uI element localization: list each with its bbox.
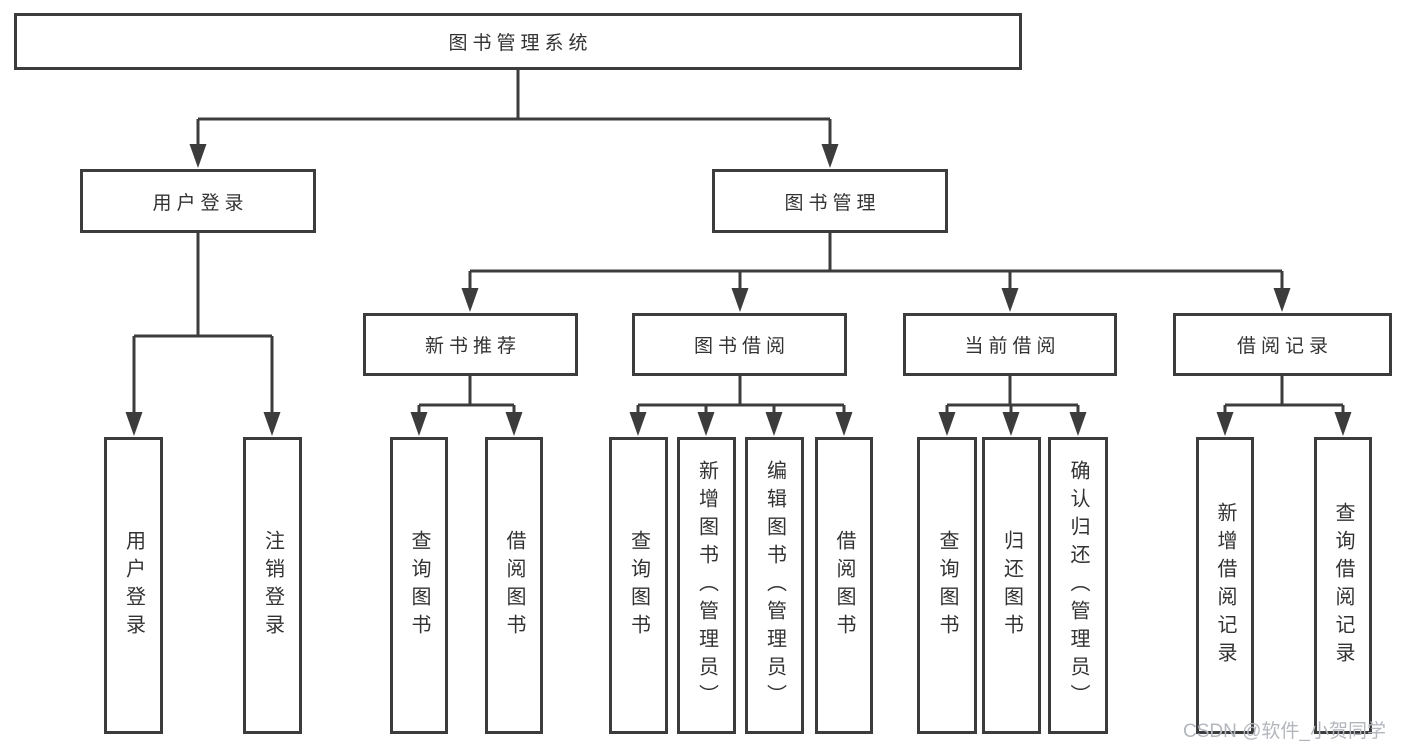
connector-user-login-children	[125, 233, 281, 436]
leaf-borrow-books-label: 借阅图书	[833, 529, 855, 642]
node-borrow-records: 借阅记录	[1173, 313, 1392, 376]
node-book-management: 图书管理	[712, 169, 948, 233]
node-user-login-label: 用户登录	[152, 192, 249, 214]
watermark-text: CSDN @软件_小贺同学	[1183, 721, 1386, 742]
node-book-borrow: 图书借阅	[632, 313, 847, 376]
leaf-add-borrow-record: 新增借阅记录	[1196, 437, 1254, 734]
leaf-return-books: 归还图书	[982, 437, 1041, 734]
leaf-borrow-books-recommend: 借阅图书	[485, 437, 543, 734]
connector-current-borrow-children	[938, 376, 1087, 436]
leaf-query-books-borrow-label: 查询图书	[627, 529, 650, 642]
leaf-logout-label: 注销登录	[261, 529, 284, 642]
leaf-confirm-return-admin-label: 确认归还（管理员）	[1067, 459, 1089, 712]
connector-borrow-records-children	[1216, 376, 1352, 436]
leaf-borrow-books-recommend-label: 借阅图书	[503, 529, 525, 642]
leaf-logout: 注销登录	[243, 437, 302, 734]
leaf-return-books-label: 归还图书	[1000, 529, 1023, 642]
leaf-query-books-recommend-label: 查询图书	[408, 529, 430, 642]
connector-new-book-recommend-children	[410, 376, 523, 436]
leaf-user-login-label: 用户登录	[122, 529, 145, 642]
node-root-label: 图书管理系统	[448, 33, 593, 54]
node-user-login: 用户登录	[80, 169, 316, 233]
node-new-book-recommend-label: 新书推荐	[424, 336, 521, 357]
node-new-book-recommend: 新书推荐	[363, 313, 578, 376]
node-borrow-records-label: 借阅记录	[1236, 336, 1333, 357]
node-book-borrow-label: 图书借阅	[693, 336, 790, 357]
leaf-query-books-borrow: 查询图书	[609, 437, 668, 734]
connector-book-borrow-children	[629, 376, 853, 436]
leaf-borrow-books: 借阅图书	[815, 437, 873, 734]
leaf-query-borrow-record: 查询借阅记录	[1314, 437, 1372, 734]
leaf-query-books-current-label: 查询图书	[936, 529, 958, 642]
leaf-query-borrow-record-label: 查询借阅记录	[1332, 501, 1354, 670]
leaf-edit-book-admin-label: 编辑图书（管理员）	[763, 459, 786, 712]
leaf-query-books-current: 查询图书	[917, 437, 977, 734]
connector-book-management-children	[461, 233, 1291, 312]
node-current-borrow-label: 当前借阅	[964, 336, 1061, 357]
connector-root-to-level2	[189, 70, 839, 168]
leaf-user-login: 用户登录	[104, 437, 163, 734]
leaf-add-borrow-record-label: 新增借阅记录	[1214, 501, 1236, 670]
node-book-management-label: 图书管理	[784, 192, 881, 214]
leaf-add-book-admin-label: 新增图书（管理员）	[695, 459, 718, 712]
node-root: 图书管理系统	[14, 13, 1022, 70]
node-current-borrow: 当前借阅	[903, 313, 1117, 376]
leaf-edit-book-admin: 编辑图书（管理员）	[745, 437, 804, 734]
leaf-query-books-recommend: 查询图书	[390, 437, 448, 734]
leaf-add-book-admin: 新增图书（管理员）	[677, 437, 736, 734]
leaf-confirm-return-admin: 确认归还（管理员）	[1048, 437, 1108, 734]
